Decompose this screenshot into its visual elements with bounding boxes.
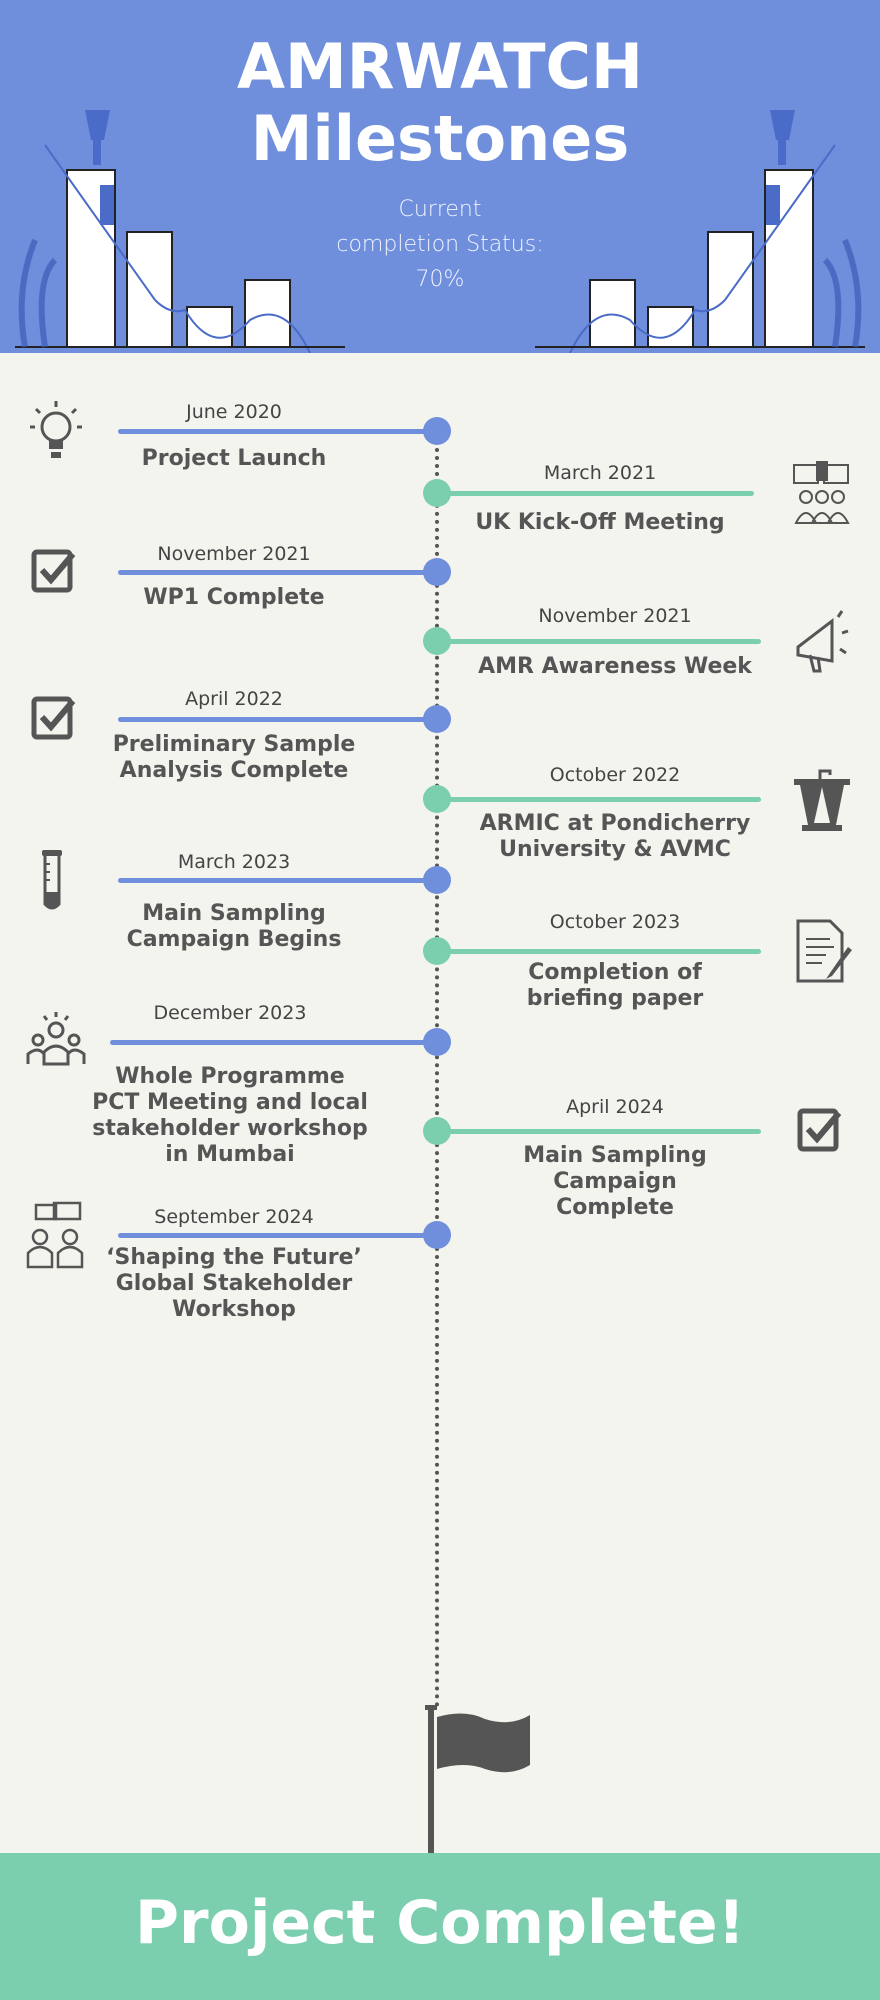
- milestone-date: October 2023: [549, 911, 681, 933]
- milestone-dot: [423, 937, 451, 965]
- milestone-title: Main Sampling Campaign Begins: [126, 901, 342, 952]
- milestone-title: Project Launch: [141, 446, 327, 471]
- milestone-date: June 2020: [186, 401, 282, 423]
- milestone-date: November 2021: [157, 543, 311, 565]
- milestone-title: UK Kick-Off Meeting: [475, 510, 725, 535]
- milestone-title: AMR Awareness Week: [478, 654, 752, 679]
- milestone-connector: [110, 1040, 437, 1045]
- discussion-icon: [26, 1201, 84, 1269]
- milestone-date: September 2024: [154, 1206, 314, 1228]
- milestone-connector: [118, 429, 437, 434]
- climbing-chart-illustration-right: [535, 110, 865, 353]
- milestone-connector: [118, 878, 437, 883]
- page-title-line1: AMRWATCH: [237, 30, 643, 103]
- milestone-connector: [437, 491, 754, 496]
- milestone-dot: [423, 1028, 451, 1056]
- milestone-title: ‘Shaping the Future’ Global Stakeholder …: [106, 1245, 362, 1322]
- milestone-dot: [423, 866, 451, 894]
- milestone-connector: [437, 949, 761, 954]
- milestone-date: December 2023: [153, 1002, 307, 1024]
- lightbulb-icon: [30, 401, 82, 458]
- milestone-dot: [423, 417, 451, 445]
- meeting-icon: [793, 461, 850, 524]
- milestone-dot: [423, 558, 451, 586]
- checkbox-icon: [31, 696, 76, 740]
- page-title-line2: Milestones: [250, 102, 630, 175]
- milestone-date: March 2021: [543, 462, 657, 484]
- project-complete-text: Project Complete!: [135, 1888, 745, 1958]
- milestone-dot: [423, 1117, 451, 1145]
- timeline-spine: [435, 440, 439, 1708]
- climbing-chart-illustration-left: [15, 110, 345, 353]
- milestone-date: November 2021: [538, 605, 692, 627]
- document-icon: [796, 919, 852, 983]
- test-tube-icon: [42, 850, 62, 910]
- milestone-title: Completion of briefing paper: [526, 960, 704, 1011]
- status-value: 70%: [415, 267, 465, 292]
- milestone-dot: [423, 785, 451, 813]
- milestone-title: Main Sampling Campaign Complete: [523, 1143, 707, 1220]
- status-label-1: Current: [398, 197, 482, 222]
- milestone-title: Whole Programme PCT Meeting and local st…: [92, 1064, 368, 1167]
- milestone-date: March 2023: [177, 851, 291, 873]
- trophy-icon: [85, 110, 110, 165]
- completion-status: Current completion Status: 70%: [0, 192, 880, 297]
- milestone-date: October 2022: [549, 764, 681, 786]
- checkbox-icon: [31, 549, 76, 593]
- milestone-date: April 2024: [566, 1096, 664, 1118]
- finish-flag-icon: [425, 1705, 530, 1855]
- milestone-title: ARMIC at Pondicherry University & AVMC: [479, 811, 751, 862]
- trophy-icon: [770, 110, 795, 165]
- group-icon: [26, 1012, 86, 1066]
- milestone-title: Preliminary Sample Analysis Complete: [112, 732, 356, 783]
- podium-icon: [794, 769, 850, 831]
- milestone-connector: [437, 639, 761, 644]
- milestone-dot: [423, 1221, 451, 1249]
- checkbox-icon: [797, 1108, 842, 1152]
- milestone-connector: [118, 717, 437, 722]
- milestone-connector: [437, 1129, 761, 1134]
- milestone-dot: [423, 627, 451, 655]
- milestone-title: WP1 Complete: [143, 585, 325, 610]
- footer-banner: [0, 1853, 880, 2000]
- milestone-dot: [423, 479, 451, 507]
- milestone-dot: [423, 705, 451, 733]
- header-banner: AMRWATCH Milestones Current completion S…: [0, 0, 880, 353]
- milestone-connector: [437, 797, 761, 802]
- milestone-date: April 2022: [185, 688, 283, 710]
- milestone-connector: [118, 570, 437, 575]
- status-label-2: completion Status:: [336, 232, 544, 257]
- megaphone-icon: [796, 610, 849, 673]
- milestone-connector: [118, 1233, 437, 1238]
